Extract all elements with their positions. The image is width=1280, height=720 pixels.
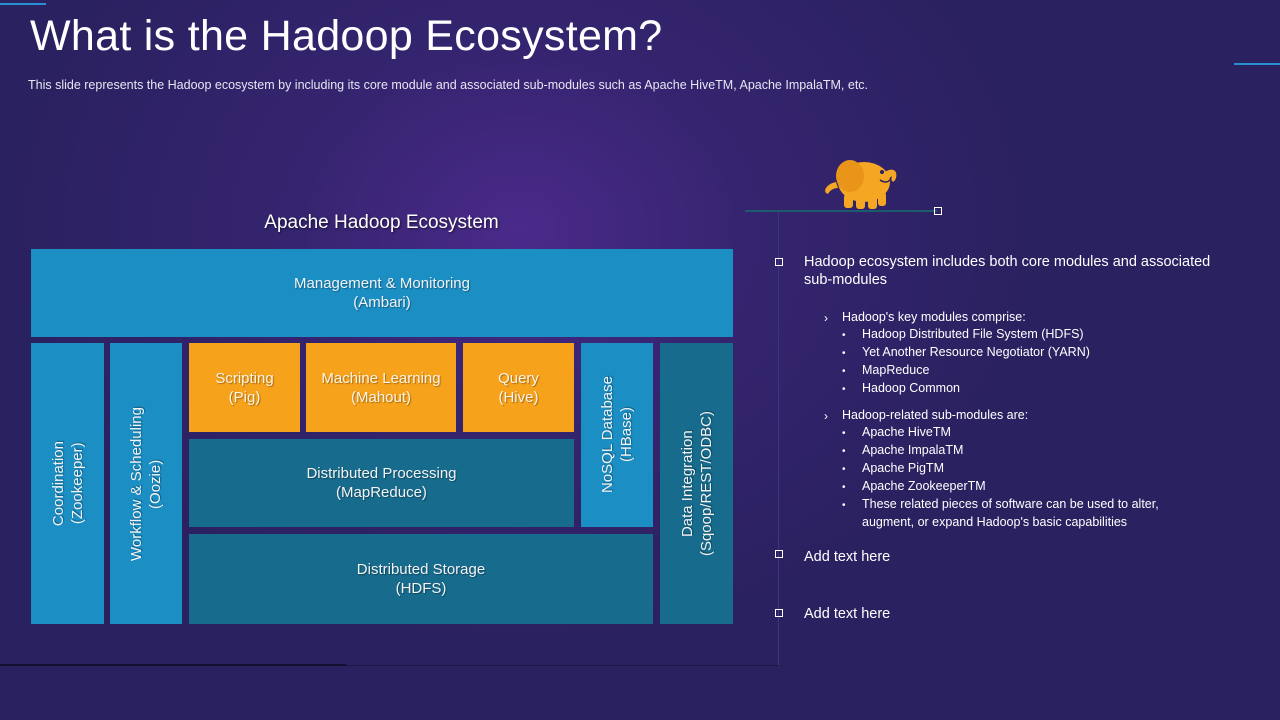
list-item: •These related pieces of software can be… xyxy=(842,497,1159,511)
scripting-label: Scripting xyxy=(215,369,274,387)
list-item: •Apache PigTM xyxy=(842,461,944,475)
scripting-sublabel: (Pig) xyxy=(228,388,261,406)
nosql-sublabel: (HBase) xyxy=(618,407,635,463)
chevron-right-icon: › xyxy=(824,409,828,423)
list-item: augment, or expand Hadoop's basic capabi… xyxy=(862,515,1128,529)
group-2-list: •Apache HiveTM •Apache ImpalaTM •Apache … xyxy=(842,424,1159,530)
chevron-right-icon: › xyxy=(824,311,828,325)
bullet-square-3 xyxy=(775,609,783,617)
workflow-sublabel: (Oozie) xyxy=(147,458,164,509)
management-label: Management & Monitoring xyxy=(294,275,470,292)
management-sublabel: (Ambari) xyxy=(353,294,411,311)
divider-bottom xyxy=(0,665,778,666)
bullet-text-1: Hadoop ecosystem includes both core modu… xyxy=(804,253,1210,289)
diagram-title: Apache Hadoop Ecosystem xyxy=(264,212,499,233)
connector-node xyxy=(934,207,942,215)
list-item: •Apache ZookeeperTM xyxy=(842,479,986,493)
data-integration-box[interactable]: Data Integration (Sqoop/REST/ODBC) xyxy=(660,343,733,624)
workflow-box[interactable]: Workflow & Scheduling (Oozie) xyxy=(110,343,182,624)
scripting-box[interactable]: Scripting (Pig) xyxy=(189,343,300,432)
query-box[interactable]: Query (Hive) xyxy=(463,343,574,432)
slide-title: What is the Hadoop Ecosystem? xyxy=(30,12,663,60)
integration-sublabel: (Sqoop/REST/ODBC) xyxy=(697,410,715,557)
ml-sublabel: (Mahout) xyxy=(350,388,412,406)
group-2-heading: Hadoop-related sub-modules are: xyxy=(842,408,1029,422)
connector-vertical xyxy=(778,210,779,665)
bullet-text-3[interactable]: Add text here xyxy=(804,606,891,622)
query-label: Query xyxy=(498,369,539,387)
list-item: •MapReduce xyxy=(842,363,930,377)
machine-learning-box[interactable]: Machine Learning (Mahout) xyxy=(306,343,456,432)
coordination-label: Coordination xyxy=(49,440,67,527)
bullet-square-1 xyxy=(775,258,783,266)
nosql-box[interactable]: NoSQL Database (HBase) xyxy=(581,343,653,527)
bullet-1-line-1: Hadoop ecosystem includes both core modu… xyxy=(804,254,1211,270)
distributed-storage-box[interactable]: Distributed Storage (HDFS) xyxy=(189,534,653,624)
processing-sublabel: (MapReduce) xyxy=(336,484,427,501)
list-item: •Apache ImpalaTM xyxy=(842,443,964,457)
list-item: •Yet Another Resource Negotiator (YARN) xyxy=(842,345,1090,359)
management-box[interactable]: Management & Monitoring (Ambari) xyxy=(31,249,733,337)
bullet-text-2[interactable]: Add text here xyxy=(804,549,891,565)
coordination-sublabel: (Zookeeper) xyxy=(68,442,86,525)
processing-label: Distributed Processing xyxy=(306,465,457,482)
distributed-processing-box[interactable]: Distributed Processing (MapReduce) xyxy=(189,439,574,527)
connector-horizontal xyxy=(745,210,937,212)
list-item: •Hadoop Common xyxy=(842,381,960,395)
integration-label: Data Integration xyxy=(678,430,696,537)
bullet-1-line-2: sub-modules xyxy=(804,272,888,288)
storage-label: Distributed Storage xyxy=(356,561,486,578)
group-1-list: •Hadoop Distributed File System (HDFS) •… xyxy=(842,326,1090,398)
list-item: •Apache HiveTM xyxy=(842,425,951,439)
bullet-square-2 xyxy=(775,550,783,558)
slide-subtitle: This slide represents the Hadoop ecosyst… xyxy=(28,78,869,92)
divider-bottom-accent xyxy=(0,664,346,666)
list-item: •Hadoop Distributed File System (HDFS) xyxy=(842,327,1084,341)
ml-label: Machine Learning xyxy=(321,369,441,387)
nosql-label: NoSQL Database xyxy=(599,376,616,494)
workflow-label: Workflow & Scheduling xyxy=(128,406,145,561)
group-1-heading: Hadoop's key modules comprise: xyxy=(842,310,1026,324)
hadoop-elephant-icon xyxy=(820,148,906,212)
storage-sublabel: (HDFS) xyxy=(395,580,447,597)
accent-line-top-left xyxy=(0,3,46,5)
coordination-box[interactable]: Coordination (Zookeeper) xyxy=(31,343,104,624)
accent-line-top-right xyxy=(1234,63,1280,65)
query-sublabel: (Hive) xyxy=(498,388,539,406)
